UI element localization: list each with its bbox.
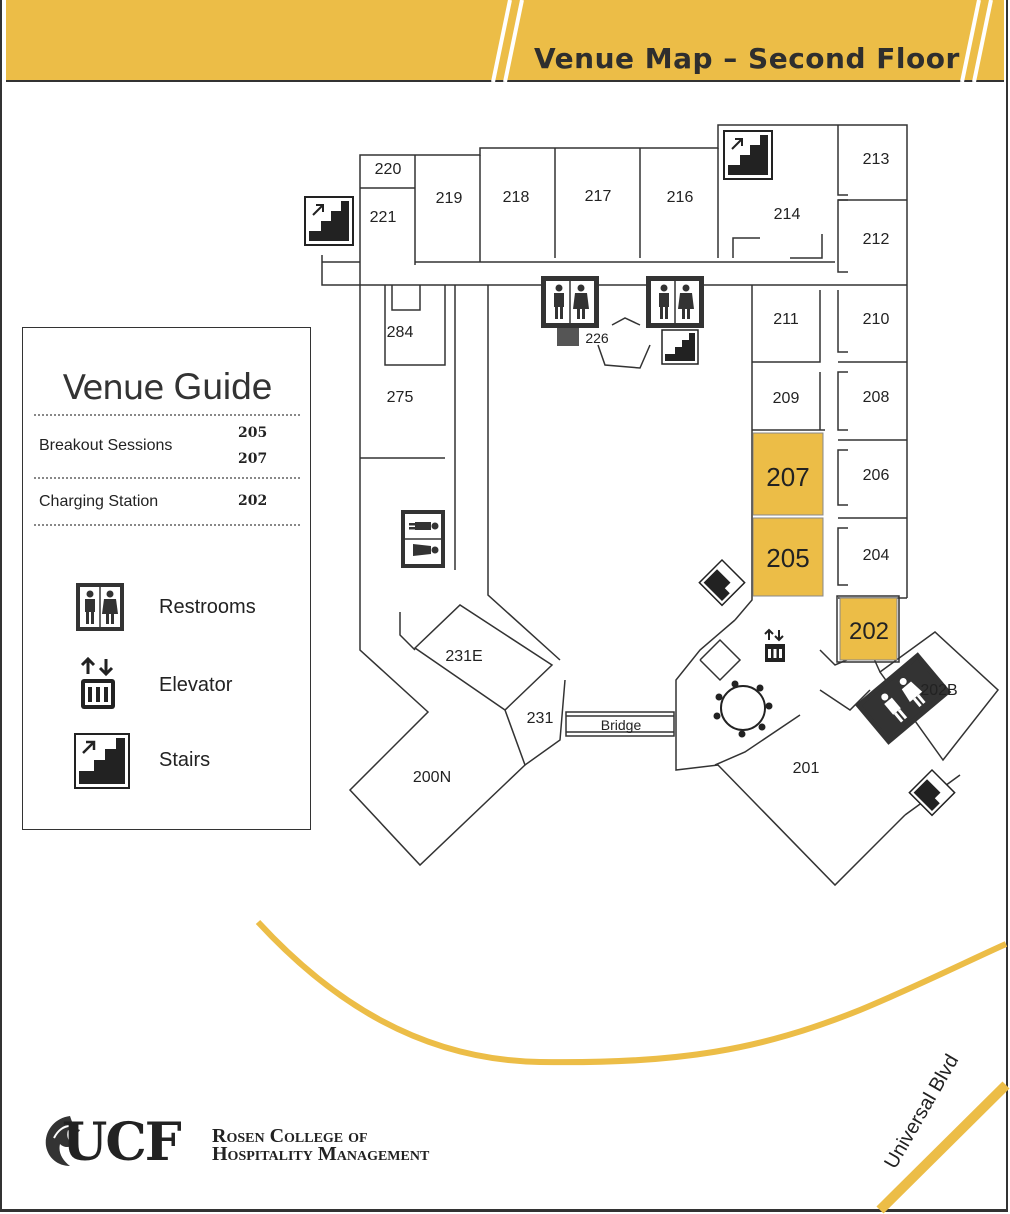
logo-line-2: Hospitality Management bbox=[212, 1143, 430, 1165]
room-labels: 220 221 219 218 217 216 214 213 212 211 … bbox=[370, 151, 958, 786]
legend-row-value: 202 bbox=[238, 493, 268, 509]
room-204: 204 bbox=[863, 547, 890, 564]
legend-key-elevator: Elevator bbox=[159, 674, 233, 696]
legend-title-guide: Guide bbox=[163, 366, 273, 407]
highlighted-rooms bbox=[752, 432, 898, 661]
ucf-pegasus-logo bbox=[45, 1116, 80, 1166]
room-226-marker bbox=[557, 328, 579, 346]
decorative-curve bbox=[255, 919, 1008, 1066]
stairs-icon bbox=[74, 733, 130, 789]
legend-row-value: 207 bbox=[238, 451, 268, 467]
road-line bbox=[876, 1081, 1010, 1214]
elevator-icon bbox=[80, 656, 115, 709]
bridge-label: Bridge bbox=[601, 717, 642, 733]
room-220: 220 bbox=[375, 161, 402, 178]
room-218: 218 bbox=[503, 189, 530, 206]
room-213: 213 bbox=[863, 151, 890, 168]
elevator-icon bbox=[764, 628, 785, 662]
room-231e: 231E bbox=[445, 648, 482, 665]
venue-guide-legend: Venue Guide Breakout Sessions 205 207 Ch… bbox=[22, 327, 311, 830]
room-209: 209 bbox=[773, 390, 800, 407]
room-208: 208 bbox=[863, 389, 890, 406]
room-221: 221 bbox=[370, 209, 397, 226]
dotted-divider bbox=[34, 477, 300, 479]
room-216: 216 bbox=[667, 189, 694, 206]
legend-title: Venue Guide bbox=[23, 366, 312, 408]
room-211: 211 bbox=[773, 311, 799, 328]
legend-row-label: Breakout Sessions bbox=[39, 437, 173, 454]
room-205: 205 bbox=[766, 543, 809, 573]
legend-row-label: Charging Station bbox=[39, 493, 159, 510]
room-219: 219 bbox=[436, 190, 463, 207]
room-205-fill bbox=[752, 517, 824, 597]
street-label: Universal Blvd bbox=[880, 1051, 963, 1173]
logo-line-1: Rosen College of bbox=[212, 1125, 368, 1147]
room-200n: 200N bbox=[413, 769, 451, 786]
header-banner: Venue Map – Second Floor bbox=[6, 0, 1004, 82]
legend-title-venue: Venue bbox=[62, 368, 165, 408]
room-207: 207 bbox=[766, 462, 809, 492]
restroom-icon bbox=[541, 276, 599, 328]
room-207-fill bbox=[752, 432, 824, 516]
stairs-icon bbox=[304, 196, 354, 246]
round-table bbox=[713, 680, 773, 738]
legend-key-restrooms: Restrooms bbox=[159, 596, 256, 618]
room-284: 284 bbox=[387, 324, 414, 341]
restroom-icon bbox=[401, 510, 445, 568]
room-217: 217 bbox=[585, 188, 612, 205]
dotted-divider bbox=[34, 414, 300, 416]
page-title: Venue Map – Second Floor bbox=[534, 42, 960, 75]
stairs-icon bbox=[908, 768, 956, 817]
room-226: 226 bbox=[585, 330, 609, 346]
stairs-icon bbox=[661, 329, 699, 365]
banner-stripes bbox=[491, 0, 993, 83]
legend-row-value: 205 bbox=[238, 425, 268, 441]
dotted-divider bbox=[34, 524, 300, 526]
room-275: 275 bbox=[387, 389, 414, 406]
room-212: 212 bbox=[863, 231, 890, 248]
ucf-logo-text: UCF bbox=[62, 1112, 182, 1173]
room-206: 206 bbox=[863, 467, 890, 484]
room-231: 231 bbox=[527, 710, 554, 727]
stairs-icon bbox=[698, 558, 746, 607]
room-214: 214 bbox=[774, 206, 801, 223]
restroom-icon bbox=[855, 652, 952, 745]
room-202b: 202B bbox=[920, 682, 957, 699]
room-201: 201 bbox=[793, 760, 820, 777]
room-202-fill bbox=[839, 597, 898, 661]
restroom-icon bbox=[76, 583, 124, 631]
room-210: 210 bbox=[863, 311, 890, 328]
restroom-icon bbox=[646, 276, 704, 328]
room-202: 202 bbox=[849, 618, 889, 645]
legend-key-stairs: Stairs bbox=[159, 749, 211, 771]
stairs-icon bbox=[723, 130, 773, 180]
